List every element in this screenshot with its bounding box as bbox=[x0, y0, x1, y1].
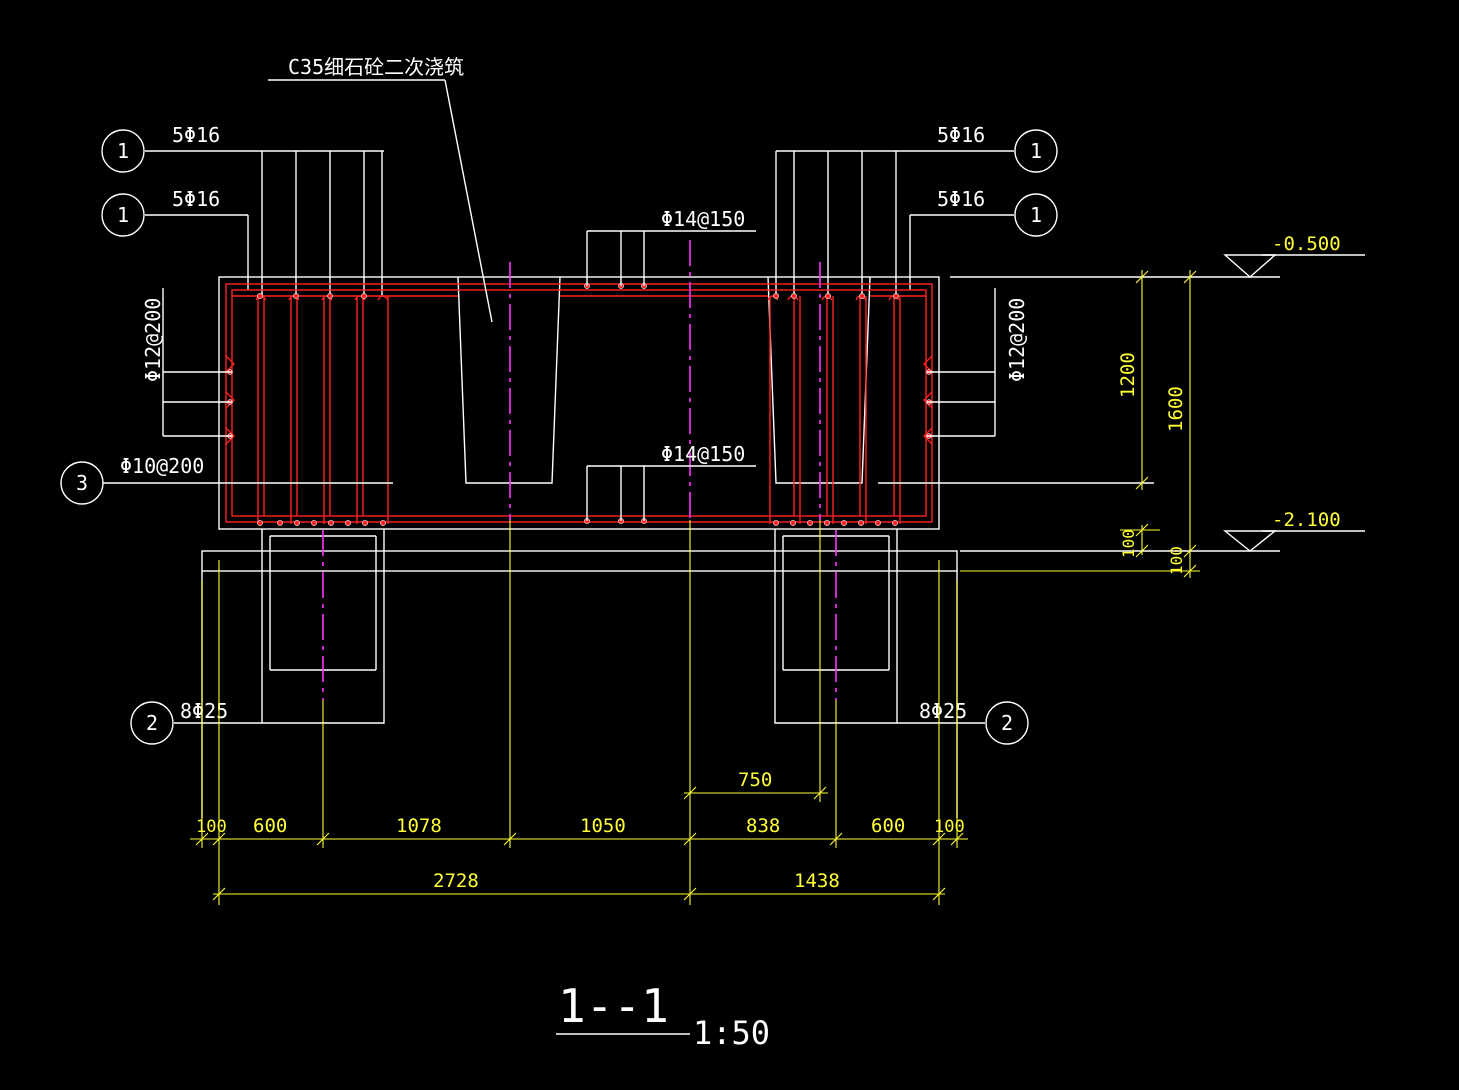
cushion-layer bbox=[201, 550, 958, 572]
dim-1078: 1078 bbox=[396, 815, 442, 837]
marker-1-top-left-a: 1 bbox=[101, 129, 145, 173]
grout-note: C35细石砼二次浇筑 bbox=[288, 55, 464, 79]
grout-pocket-right bbox=[767, 276, 871, 484]
svg-text:2: 2 bbox=[146, 711, 158, 735]
dim-600-left: 600 bbox=[253, 815, 287, 837]
concrete-outline bbox=[201, 151, 958, 818]
section-scale: 1:50 bbox=[693, 1014, 770, 1052]
pile-label-left: 8Φ25 bbox=[180, 699, 228, 723]
pile-cap-outline bbox=[218, 276, 940, 530]
svg-text:2: 2 bbox=[1001, 711, 1013, 735]
dim-1600: 1600 bbox=[1165, 386, 1187, 432]
grout-pocket-left bbox=[457, 276, 561, 484]
bars-label-top-left-1: 5Φ16 bbox=[172, 123, 220, 147]
marker-2-right: 2 bbox=[985, 701, 1029, 745]
callout-markers: 1 1 1 1 3 2 2 bbox=[60, 129, 1058, 745]
horizontal-dimensions: 100 600 1078 1050 838 600 100 750 2728 1… bbox=[190, 520, 968, 905]
vertical-dimensions: 1200 1600 100 100 bbox=[960, 270, 1200, 578]
dim-1200: 1200 bbox=[1117, 352, 1139, 398]
dim-100-right: 100 bbox=[934, 817, 965, 837]
svg-text:1: 1 bbox=[117, 203, 129, 227]
marker-1-top-right-b: 1 bbox=[1014, 193, 1058, 237]
dim-100-a: 100 bbox=[1119, 529, 1138, 558]
marker-3-left: 3 bbox=[60, 461, 104, 505]
marker-1-top-left-b: 1 bbox=[101, 193, 145, 237]
rebar-cage bbox=[225, 283, 933, 524]
elevation-bottom: -2.100 bbox=[1272, 509, 1341, 531]
svg-text:1: 1 bbox=[117, 139, 129, 163]
bars-label-top-right-1: 5Φ16 bbox=[937, 123, 985, 147]
dim-1438: 1438 bbox=[794, 870, 840, 892]
dim-100-b: 100 bbox=[1167, 546, 1186, 575]
stirrup-label-bottom: Φ14@150 bbox=[661, 442, 745, 466]
side-bar-label-left: Φ12@200 bbox=[141, 298, 165, 382]
stirrup-label-top: Φ14@150 bbox=[661, 207, 745, 231]
elevation-markers: -0.500 -2.100 bbox=[1223, 233, 1365, 552]
elevation-top: -0.500 bbox=[1272, 233, 1341, 255]
dim-750: 750 bbox=[738, 769, 772, 791]
svg-text:1: 1 bbox=[1030, 203, 1042, 227]
dim-100-left: 100 bbox=[196, 817, 227, 837]
anchor-bars-right bbox=[775, 151, 911, 297]
side-bar-label-right: Φ12@200 bbox=[1005, 298, 1029, 382]
anchor-bars-left bbox=[247, 151, 383, 297]
rebar-dots bbox=[227, 283, 932, 526]
section-title: 1--1 1:50 bbox=[556, 979, 770, 1052]
svg-text:3: 3 bbox=[76, 471, 88, 495]
center-lines bbox=[322, 240, 837, 700]
pile-label-right: 8Φ25 bbox=[919, 699, 967, 723]
bars-label-top-left-2: 5Φ16 bbox=[172, 187, 220, 211]
marker-1-top-right-a: 1 bbox=[1014, 129, 1058, 173]
dim-1050: 1050 bbox=[580, 815, 626, 837]
dim-2728: 2728 bbox=[433, 870, 479, 892]
dim-600-right: 600 bbox=[871, 815, 905, 837]
leaders bbox=[103, 79, 1280, 724]
annotations: C35细石砼二次浇筑 5Φ16 5Φ16 5Φ16 5Φ16 Φ14@150 Φ… bbox=[120, 55, 1029, 723]
svg-text:1: 1 bbox=[1030, 139, 1042, 163]
marker-2-left: 2 bbox=[130, 701, 174, 745]
dim-838: 838 bbox=[746, 815, 780, 837]
section-name: 1--1 bbox=[558, 979, 669, 1033]
tie-label-left: Φ10@200 bbox=[120, 454, 204, 478]
bars-label-top-right-2: 5Φ16 bbox=[937, 187, 985, 211]
